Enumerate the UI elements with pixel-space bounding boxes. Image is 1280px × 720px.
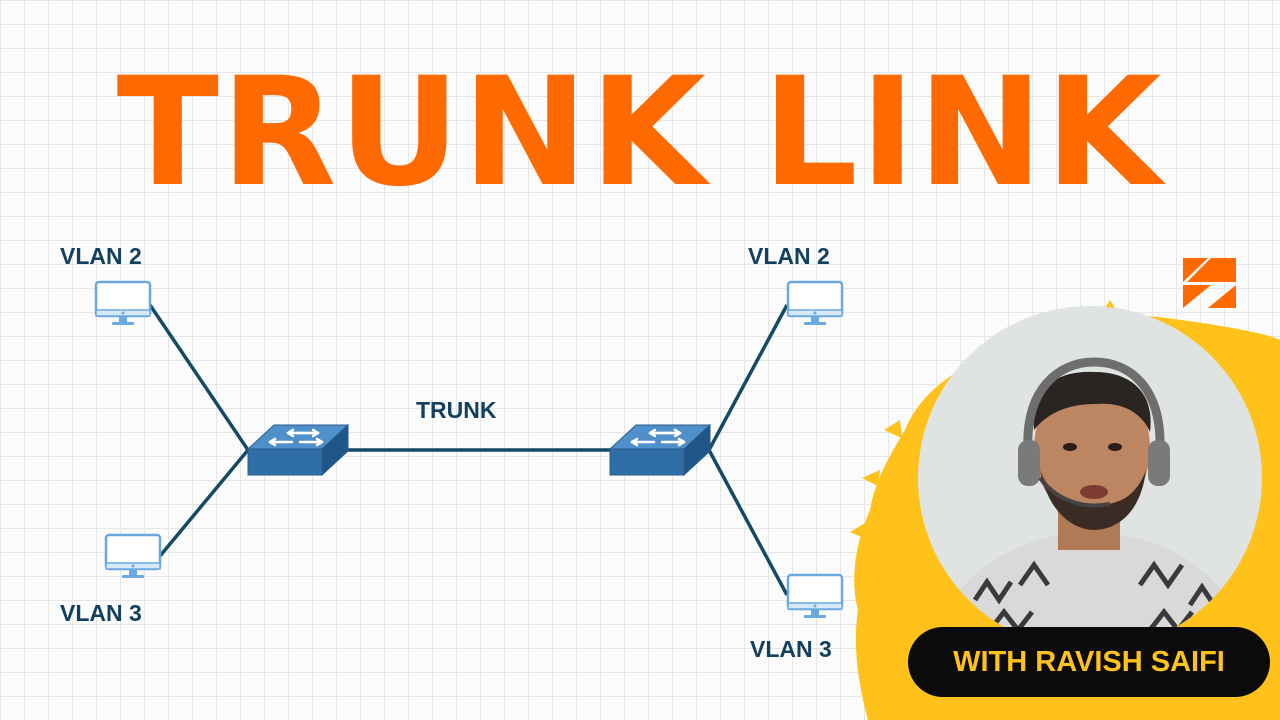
brand-logo-icon: [1183, 258, 1236, 308]
left-bottom-vlan-label: VLAN 3: [60, 600, 142, 626]
link-right-top: [707, 304, 789, 451]
link-left-bottom: [158, 448, 250, 558]
presenter-badge: WITH RAVISH SAIFI: [908, 627, 1270, 697]
trunk-label: TRUNK: [416, 397, 497, 423]
left-top-vlan-label: VLAN 2: [60, 243, 142, 269]
thumbnail-title: TRUNK LINK: [116, 46, 1164, 220]
right-top-vlan-label: VLAN 2: [748, 243, 830, 269]
right-bottom-vlan-label: VLAN 3: [750, 636, 832, 662]
link-left-top: [148, 304, 250, 451]
link-right-bottom: [707, 449, 789, 596]
